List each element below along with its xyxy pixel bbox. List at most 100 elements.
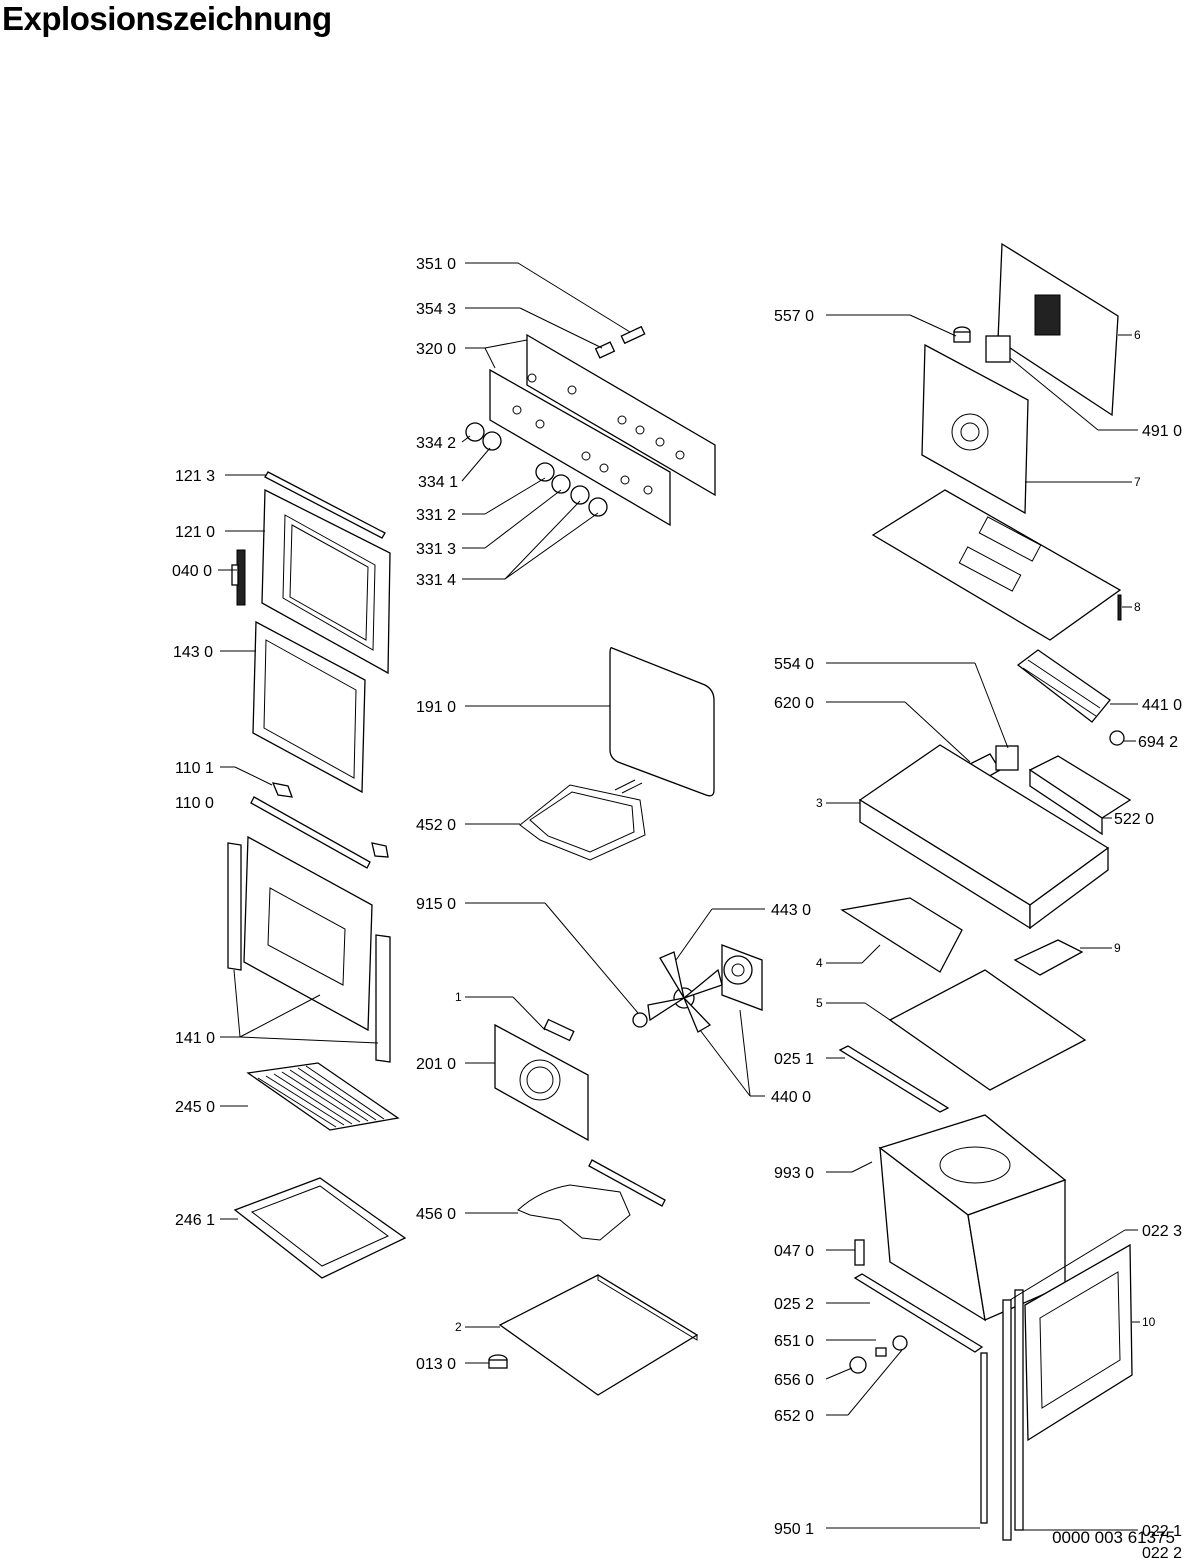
label-491-0: 491 0 (1142, 423, 1182, 440)
rear-panel (997, 242, 1119, 417)
mounting-rail (838, 1045, 950, 1113)
control-panel-front (489, 333, 716, 527)
connector-bracket (543, 1018, 575, 1042)
door-inner-frame (261, 488, 391, 675)
control-knobs (465, 422, 608, 517)
lamp-holder (854, 1239, 865, 1266)
label-10: 10 (1142, 1315, 1156, 1329)
oven-bottom-plate (498, 1274, 699, 1396)
document-number: 0000 003 61375 (1052, 1528, 1175, 1547)
side-duct (840, 897, 963, 973)
fan-cap (1109, 730, 1125, 746)
lamp-glass (849, 1356, 867, 1374)
label-331-3: 331 3 (416, 541, 456, 558)
label-554-0: 554 0 (774, 656, 814, 673)
label-245-0: 245 0 (175, 1099, 215, 1116)
label-320-0: 320 0 (416, 341, 456, 358)
callout-labels: 351 0 354 3 320 0 334 2 334 1 331 2 331 … (172, 256, 1182, 1559)
label-694-2: 694 2 (1138, 734, 1178, 751)
label-331-4: 331 4 (416, 572, 456, 589)
top-cover-plate (871, 489, 1122, 641)
label-334-2: 334 2 (416, 435, 456, 452)
label-440-0: 440 0 (771, 1089, 811, 1106)
label-047-0: 047 0 (774, 1243, 814, 1260)
label-950-1: 950 1 (774, 1521, 814, 1538)
side-trim-strip (980, 1352, 988, 1524)
door-handle-bar (250, 796, 371, 869)
transformer (985, 335, 1011, 363)
label-522-0: 522 0 (1114, 811, 1154, 828)
fan-motor-housing (721, 944, 763, 1011)
bottom-rail (853, 1273, 984, 1353)
label-9: 9 (1114, 941, 1121, 955)
rear-fan-cover (494, 1023, 589, 1142)
label-191-0: 191 0 (416, 699, 456, 716)
label-2: 2 (455, 1320, 462, 1334)
label-201-0: 201 0 (416, 1056, 456, 1073)
grill-heating-element (519, 779, 646, 861)
bottom-heating-element (517, 1159, 666, 1241)
door-side-trim (227, 842, 391, 1063)
label-443-0: 443 0 (771, 902, 811, 919)
label-121-0: 121 0 (175, 524, 215, 541)
label-351-0: 351 0 (416, 256, 456, 273)
side-wall-strip (1002, 1289, 1024, 1541)
label-331-2: 331 2 (416, 507, 456, 524)
label-025-2: 025 2 (774, 1296, 814, 1313)
label-040-0: 040 0 (172, 563, 212, 580)
label-022-3: 022 3 (1142, 1223, 1182, 1240)
label-441-0: 441 0 (1142, 697, 1182, 714)
label-620-0: 620 0 (774, 695, 814, 712)
insulation-plate (888, 969, 1087, 1091)
door-outer-glass (243, 835, 373, 1032)
label-022-2: 022 2 (1142, 1545, 1182, 1559)
control-panel-shaft (594, 325, 646, 359)
oven-door-seal (609, 647, 715, 797)
label-246-1: 246 1 (175, 1212, 215, 1229)
label-7: 7 (1134, 475, 1141, 489)
label-1: 1 (455, 990, 462, 1004)
label-456-0: 456 0 (416, 1206, 456, 1223)
lamp-bulb (875, 1347, 887, 1357)
screw (851, 1161, 873, 1173)
label-6: 6 (1134, 328, 1141, 342)
label-121-3: 121 3 (175, 468, 215, 485)
cover-bracket (1013, 939, 1084, 976)
label-141-0: 141 0 (175, 1030, 215, 1047)
label-4: 4 (816, 956, 823, 970)
oven-rack (246, 1062, 400, 1131)
label-022-1: 022 1 (1142, 1523, 1182, 1540)
label-334-1: 334 1 (418, 474, 458, 491)
door-inner-glass (252, 620, 366, 794)
label-5: 5 (816, 996, 823, 1010)
label-651-0: 651 0 (774, 1333, 814, 1350)
page-title: Explosionszeichnung (2, 0, 332, 37)
leader-lines (218, 262, 1140, 1531)
fan-nut (632, 1012, 648, 1028)
label-915-0: 915 0 (416, 896, 456, 913)
label-8: 8 (1134, 600, 1141, 614)
fan-blade (647, 951, 723, 1033)
thermostat (953, 326, 971, 343)
label-354-3: 354 3 (416, 301, 456, 318)
label-452-0: 452 0 (416, 817, 456, 834)
inner-back-wall (921, 343, 1029, 515)
baking-tray (233, 1177, 407, 1279)
label-3: 3 (816, 796, 823, 810)
label-143-0: 143 0 (173, 644, 213, 661)
foot (488, 1354, 508, 1369)
label-993-0: 993 0 (774, 1165, 814, 1182)
label-110-0: 110 0 (175, 795, 214, 812)
label-013-0: 013 0 (416, 1356, 456, 1373)
lamp-cover (892, 1335, 908, 1351)
door-hinge (231, 549, 246, 606)
oven-cavity (878, 1114, 1067, 1322)
label-025-1: 025 1 (774, 1051, 814, 1068)
cooling-fan (1016, 649, 1111, 723)
label-656-0: 656 0 (774, 1372, 814, 1389)
label-652-0: 652 0 (774, 1408, 814, 1425)
timer-module (1028, 755, 1132, 836)
label-110-1: 110 1 (175, 760, 214, 777)
side-panel (1024, 1243, 1133, 1442)
